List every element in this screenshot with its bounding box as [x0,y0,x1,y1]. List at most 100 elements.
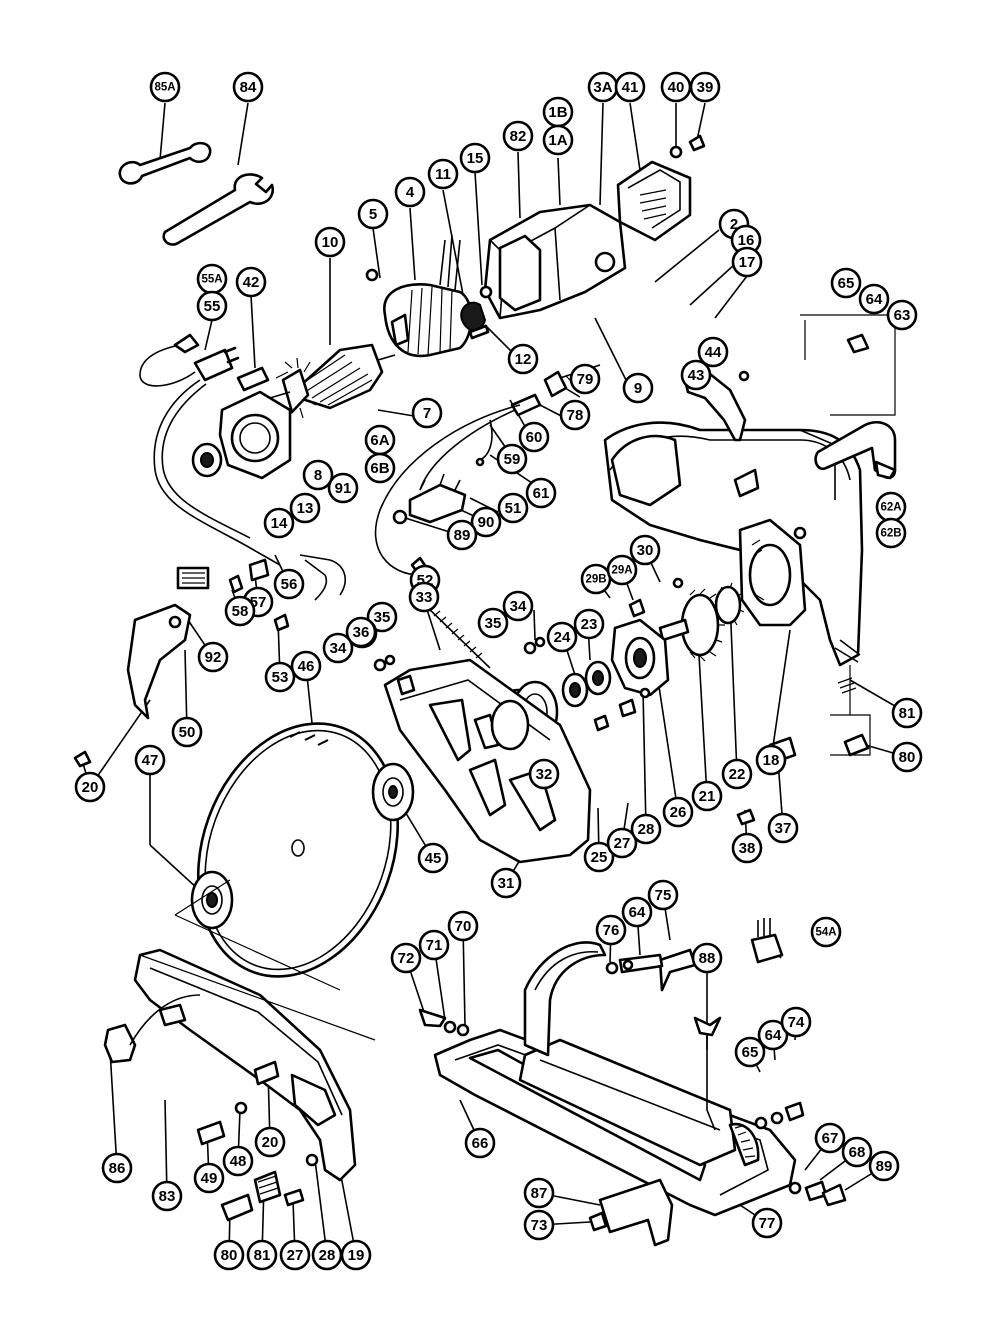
callout-circle [232,71,264,103]
washer-47 [190,870,234,930]
callout-circle [523,1177,555,1209]
callout-label: 86 [109,1160,126,1177]
callout-label: 53 [272,669,289,686]
callout-label: 25 [591,849,608,866]
callout-label: 65 [838,275,855,292]
callout-label: 55 [204,298,221,315]
cover-50 [126,603,192,720]
callout-label: 62B [880,528,901,540]
callout-64: 64 [757,1019,789,1051]
callout-circle [264,661,296,693]
callout-label: 51 [505,500,522,517]
callout-circle [502,590,534,622]
callout-18: 18 [755,744,787,776]
callout-68: 68 [841,1136,873,1168]
callout-54a: 54A [810,916,842,948]
callout-87: 87 [523,1177,555,1209]
callout-76: 76 [595,914,627,946]
callout-circle [518,421,550,453]
callout-label: 72 [398,950,415,967]
callout-5: 5 [357,198,389,230]
callout-circle [101,1152,133,1184]
callout-circle [497,492,529,524]
callout-84: 84 [232,71,264,103]
callout-circle [780,1006,812,1038]
callout-circle [134,744,166,776]
callout-23: 23 [573,608,605,640]
callout-circle [74,771,106,803]
callout-circle [680,359,712,391]
callout-53: 53 [264,661,296,693]
callout-77: 77 [751,1207,783,1239]
callout-66: 66 [464,1127,496,1159]
callout-label: 28 [638,821,655,838]
callout-circle [569,363,601,395]
callout-label: 20 [262,1134,279,1151]
callout-41: 41 [614,71,646,103]
callout-9: 9 [622,372,654,404]
part-54a [750,918,784,964]
callout-label: 78 [567,407,584,424]
callout-65: 65 [830,267,862,299]
callout-90: 90 [470,506,502,538]
callout-label: 6A [370,432,389,449]
callout-label: 55A [201,274,222,286]
callout-circle [490,867,522,899]
callout-19: 19 [340,1239,372,1271]
callout-circle [340,1239,372,1271]
callout-label: 35 [485,615,502,632]
callout-circle [464,1127,496,1159]
callout-label: 22 [729,766,746,783]
callout-label: 66 [472,1135,489,1152]
callout-label: 9 [634,380,642,397]
callout-label: 60 [526,429,543,446]
callout-label: 14 [271,515,288,532]
callout-label: 27 [287,1247,304,1264]
callout-label: 35 [374,609,391,626]
callout-55: 55 [196,290,228,322]
callout-label: 32 [536,766,553,783]
callout-circle [507,343,539,375]
callout-26: 26 [662,796,694,828]
callout-label: 84 [240,79,257,96]
callout-label: 12 [515,351,532,368]
callout-circle [149,71,181,103]
callout-circle [573,608,605,640]
callout-label: 90 [478,514,495,531]
callout-label: 76 [603,922,620,939]
callout-label: 54A [815,927,836,939]
callout-29a: 29A [606,554,638,586]
bearing-plate-26 [610,618,670,697]
callout-label: 29A [611,565,632,577]
callout-89: 89 [446,519,478,551]
callout-label: 29B [585,574,606,586]
callout-circle [731,832,763,864]
callout-70: 70 [447,910,479,942]
callout-label: 26 [670,804,687,821]
callout-label: 38 [739,840,756,857]
callout-circle [197,641,229,673]
callout-circle [751,1207,783,1239]
callout-36: 36 [345,616,377,648]
callout-label: 10 [322,234,339,251]
callout-circle [841,1136,873,1168]
callout-81: 81 [891,697,923,729]
callout-circle [559,399,591,431]
callout-1b: 1B [542,96,574,128]
bearing-13 [191,442,223,478]
callout-label: 42 [243,274,260,291]
callout-17: 17 [731,246,763,278]
callout-label: 34 [330,640,347,657]
label-92 [176,566,210,590]
callout-label: 24 [554,629,571,646]
callout-75: 75 [647,879,679,911]
callout-circle [621,896,653,928]
callout-12: 12 [507,343,539,375]
callout-circle [235,266,267,298]
callout-40: 40 [660,71,692,103]
callout-85a: 85A [149,71,181,103]
lower-guard-19 [133,948,357,1182]
callout-label: 61 [533,485,550,502]
callout-label: 79 [577,371,594,388]
